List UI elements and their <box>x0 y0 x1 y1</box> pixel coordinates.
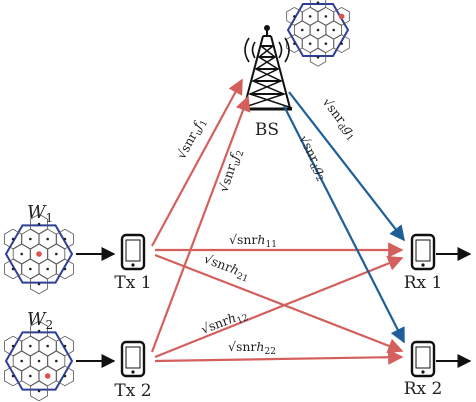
link-label-f1: √snruf1 <box>173 115 210 163</box>
beam-dot <box>46 267 49 271</box>
beam-dot <box>11 344 15 348</box>
svg-text:√snrh12: √snrh12 <box>199 306 250 340</box>
beam-dot <box>37 222 41 226</box>
link-label-h22: √snrh22 <box>228 339 276 357</box>
phone-screen <box>125 239 141 262</box>
beam-dot <box>63 374 67 378</box>
beam-dot <box>37 329 41 333</box>
smartphone-icon <box>120 233 146 271</box>
hex-codebook-icon <box>4 213 74 295</box>
cross-h21-arrow <box>154 253 404 354</box>
beam-dot <box>293 42 296 45</box>
phone-screen <box>415 346 431 369</box>
beam-dot <box>324 42 328 45</box>
beam-dot <box>46 344 49 348</box>
beam-dot <box>63 237 67 241</box>
beam-dot <box>332 28 336 32</box>
phone-screen <box>125 346 141 369</box>
hex-cell <box>30 380 48 402</box>
beam-dot <box>11 267 15 271</box>
beam-dot <box>63 344 67 348</box>
smartphone-icon <box>120 340 146 378</box>
phone-button <box>131 370 135 374</box>
hex-cell <box>333 34 350 54</box>
downlink-g2-arrow <box>283 105 405 344</box>
beam-dot <box>29 374 32 378</box>
phone-button <box>421 263 425 267</box>
beam-dot <box>11 237 15 241</box>
selected-beam-dot <box>44 373 51 379</box>
hex-cell <box>56 365 74 387</box>
beam-dot <box>46 237 49 241</box>
smartphone-icon <box>410 233 436 271</box>
rx2-label: Rx 2 <box>404 379 443 399</box>
downlink-g1-arrow <box>288 91 405 242</box>
link-label-h11: √snrh11 <box>229 232 277 250</box>
uplink-f1-arrow <box>151 78 243 247</box>
link-label-h12: √snrh12 <box>199 306 250 340</box>
codebook-w2-label: W2 <box>27 309 53 332</box>
codebook-w1-label: W1 <box>27 202 53 225</box>
beam-dot <box>55 252 58 256</box>
beam-dot <box>316 1 320 5</box>
phone-button <box>131 263 135 267</box>
beam-dot <box>37 282 41 286</box>
codebook-w2 <box>4 320 74 402</box>
beam-dot <box>37 359 41 363</box>
link-label-h21: √snrh21 <box>201 251 252 285</box>
smartphone-icon <box>410 340 436 378</box>
beam-dot <box>37 389 41 393</box>
cross-h12-arrow <box>154 256 404 359</box>
phone-button <box>421 370 425 374</box>
hex-cell <box>30 273 48 295</box>
beam-dot <box>300 28 304 32</box>
cell-tower-icon <box>241 25 293 111</box>
svg-text:√snrh21: √snrh21 <box>201 251 252 285</box>
uplink-f2-arrow <box>150 95 251 353</box>
selected-beam-dot <box>338 13 345 20</box>
beam-dot <box>63 267 67 271</box>
beam-dot <box>20 359 23 363</box>
selected-beam-dot <box>36 251 42 257</box>
beam-dot <box>316 28 320 32</box>
tx2-label: Tx 2 <box>114 381 151 401</box>
beam-dot <box>29 267 32 271</box>
svg-text:√snrh11: √snrh11 <box>229 232 277 250</box>
beam-dot <box>340 42 343 45</box>
hex-codebook-icon <box>4 320 74 402</box>
direct-h22-arrow <box>154 349 404 365</box>
beam-dot <box>293 15 296 18</box>
beam-dot <box>29 344 32 348</box>
hex-cell <box>309 47 327 67</box>
beam-dot <box>308 15 312 18</box>
beam-dot <box>324 15 328 18</box>
beam-dot <box>20 252 23 256</box>
hex-codebook-icon <box>286 0 350 67</box>
codebook-bs <box>286 0 350 67</box>
hex-cell <box>56 258 74 280</box>
phone-screen <box>415 239 431 262</box>
beam-dot <box>308 42 312 45</box>
rx1-label: Rx 1 <box>404 273 443 293</box>
svg-text:√snrh22: √snrh22 <box>228 339 276 357</box>
codebook-w1 <box>4 213 74 295</box>
beam-dot <box>55 359 58 363</box>
svg-text:√snruf1: √snruf1 <box>173 115 210 163</box>
tx1-label: Tx 1 <box>114 273 151 293</box>
beam-dot <box>316 55 320 59</box>
bs-label: BS <box>255 120 279 140</box>
beam-dot <box>29 237 32 241</box>
beam-dot <box>11 374 15 378</box>
